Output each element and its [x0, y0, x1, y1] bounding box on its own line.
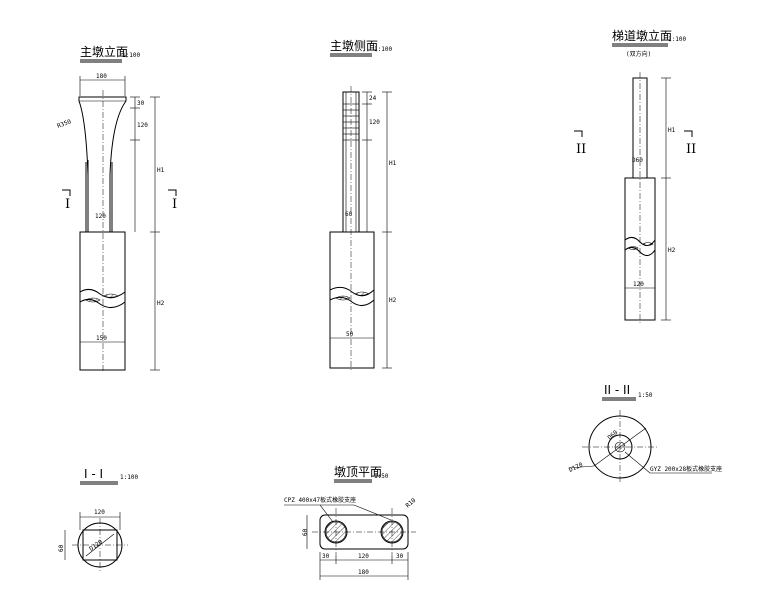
side-d1: 24 [369, 95, 377, 102]
cap-dim-a: 30 [322, 553, 330, 560]
front-d2: 120 [137, 122, 148, 129]
front-scale: 1:100 [122, 52, 140, 59]
stair-bottom-width: 120 [633, 281, 644, 288]
side-title: 主墩侧面 [330, 39, 378, 53]
cap-dim-total: 180 [358, 569, 369, 576]
front-h2: H2 [157, 300, 165, 307]
cap-radius: R10 [405, 497, 418, 510]
front-h1: H1 [157, 167, 165, 174]
sec2-outer: D120 [568, 461, 584, 474]
sec1-scale: 1:100 [120, 474, 138, 481]
stair-scale: 1:100 [668, 36, 686, 43]
side-bottom-width: 50 [346, 331, 354, 338]
sec2-note: GYZ 200x28板式橡胶支座 [650, 465, 722, 473]
front-waist: 120 [95, 213, 106, 220]
cap-title: 墩顶平面 [334, 465, 382, 479]
cap-height: 60 [302, 528, 309, 536]
front-bottom-width: 150 [96, 335, 107, 342]
front-radius: R350 [56, 118, 72, 130]
sec2-scale: 1:50 [638, 392, 653, 399]
sec1-width: 120 [94, 509, 105, 516]
section-ii-ii-view: II - II 1:50 D60 D120 GYZ 200x28板式橡胶支座 [568, 383, 722, 484]
sec1-title: I - I [84, 467, 103, 481]
sec1-dia: D120 [88, 538, 104, 552]
stair-title: 梯道墩立面 [612, 28, 672, 43]
side-waist: 60 [345, 211, 353, 218]
front-top-width: 180 [96, 73, 107, 80]
section-mark-i-left: I [65, 197, 70, 212]
sec1-height: 60 [58, 544, 65, 552]
cap-scale: 1:50 [374, 473, 389, 480]
stair-h1: H1 [668, 127, 676, 134]
front-d1: 30 [137, 100, 145, 107]
section-i-i-view: I - I 1:100 120 D120 60 [58, 467, 138, 572]
stair-col: D60 [632, 157, 643, 164]
cap-note: CPZ 400x47板式橡胶支座 [284, 496, 356, 504]
stair-pier-elevation-view: 梯道墩立面 1:100 (双方向) H1 D60 120 H2 II II [574, 28, 696, 325]
side-elevation-view: 主墩侧面 1:100 60 24 120 H1 50 H2 [329, 39, 397, 372]
side-d2: 120 [369, 119, 380, 126]
sec2-inner: D60 [606, 429, 619, 442]
cap-dim-b: 120 [358, 553, 369, 560]
section-mark-ii-left: II [576, 142, 586, 157]
side-h2: H2 [389, 297, 397, 304]
pier-cap-plan-view: 墩顶平面 1:50 CPZ 400x47板式橡胶支座 R10 60 30 120… [284, 465, 418, 580]
front-elevation-view: 主墩立面 1:100 180 R350 30 120 H1 120 [56, 44, 177, 372]
front-title: 主墩立面 [80, 44, 128, 59]
cap-dim-c: 30 [396, 553, 404, 560]
sec2-title: II - II [604, 383, 630, 397]
section-mark-ii-right: II [686, 142, 696, 157]
stair-h2: H2 [668, 247, 676, 254]
side-h1: H1 [389, 160, 397, 167]
stair-subtitle: (双方向) [626, 50, 651, 58]
section-mark-i-right: I [172, 197, 177, 212]
side-scale: 1:100 [374, 46, 392, 53]
